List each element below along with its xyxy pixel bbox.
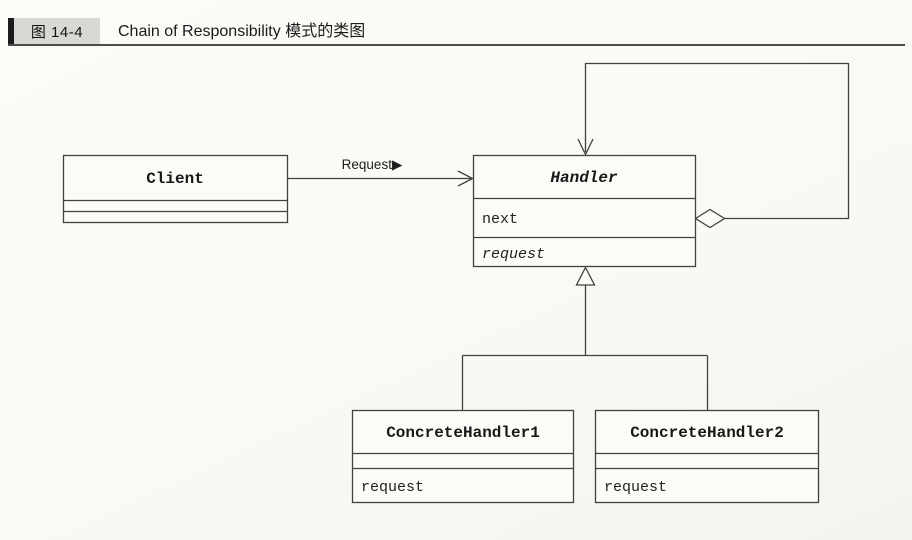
open-arrowhead-icon	[577, 138, 594, 156]
concrete-handler-2-outline	[594, 409, 820, 504]
association-client-to-handler: Request▶	[287, 157, 474, 187]
handler-class-box: Handler next request	[472, 154, 697, 268]
concrete-handler-2-method-request: request	[604, 479, 667, 496]
aggregation-diamond-icon	[694, 208, 726, 229]
figure-title: Chain of Responsibility 模式的类图	[118, 23, 366, 40]
handler-method-request: request	[482, 246, 545, 263]
self-association-line	[584, 62, 850, 220]
handler-class-name: Handler	[550, 169, 618, 187]
concrete-handler-1-method-request: request	[361, 479, 424, 496]
concrete-handler-1-outline	[351, 409, 575, 504]
handler-class-outline	[472, 154, 697, 268]
association-label: Request▶	[342, 157, 403, 172]
handler-attribute-next: next	[482, 211, 518, 228]
concrete-handler-1-name: ConcreteHandler1	[386, 424, 540, 442]
client-class-outline	[62, 154, 289, 224]
concrete-handler-2-class-box: ConcreteHandler2 request	[594, 409, 820, 504]
client-class-box: Client	[62, 154, 289, 224]
generalization-links	[461, 266, 709, 410]
client-class-name: Client	[146, 170, 204, 188]
inheritance-triangle-icon	[575, 266, 596, 286]
concrete-handler-1-class-box: ConcreteHandler1 request	[351, 409, 575, 504]
header-rule	[8, 44, 905, 46]
concrete-handler-2-name: ConcreteHandler2	[630, 424, 784, 442]
self-aggregation-handler	[577, 62, 850, 229]
figure-label-bar	[8, 18, 14, 44]
open-arrowhead-icon	[457, 170, 474, 187]
figure-header: 图 14-4 Chain of Responsibility 模式的类图	[0, 0, 912, 48]
figure-label: 图 14-4	[14, 18, 100, 44]
